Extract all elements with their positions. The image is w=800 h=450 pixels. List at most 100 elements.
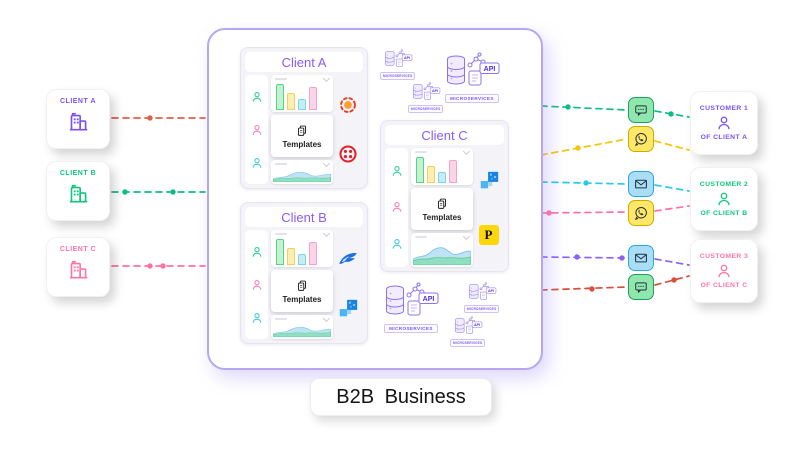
client-c-label: CLIENT C — [59, 246, 97, 253]
whatsapp-icon — [628, 126, 654, 152]
integration-logos: P — [473, 148, 504, 267]
customer-subtitle: OF CLIENT B — [700, 210, 748, 217]
email-icon — [628, 245, 654, 271]
customer-subtitle: OF CLIENT A — [700, 134, 748, 141]
bar — [287, 93, 295, 110]
blue-pixels-icon — [337, 298, 359, 320]
bar — [298, 254, 306, 265]
templates-label: Templates — [282, 139, 322, 149]
bar-chart-thumbnail — [271, 75, 333, 112]
microservices-label: MICROSERVICES — [450, 339, 486, 347]
microservices-label: MICROSERVICES — [384, 324, 438, 333]
customer-title: CUSTOMER 1 — [699, 105, 749, 112]
microservices-icon-large: MICROSERVICES — [382, 282, 440, 333]
email-icon — [628, 171, 654, 197]
whatsapp-2-connector — [540, 205, 690, 214]
bar — [287, 248, 295, 265]
area-chart-thumbnail — [271, 315, 333, 339]
microservices-icon-small: MICROSERVICES — [464, 282, 500, 313]
bar — [416, 157, 424, 183]
bar — [276, 239, 284, 265]
microservices-label: MICROSERVICES — [445, 94, 499, 103]
blue-bird-icon — [337, 249, 359, 271]
customer-title: CUSTOMER 2 — [699, 181, 749, 188]
templates-card: Templates — [271, 115, 333, 157]
whatsapp-1-connector — [540, 138, 690, 156]
microservices-icon-small: MICROSERVICES — [450, 316, 486, 347]
client-b-card: CLIENT B — [46, 161, 110, 221]
bar — [309, 242, 317, 265]
user-icon — [390, 237, 404, 251]
email-2-connector — [540, 256, 690, 266]
blue-pixels-icon — [478, 170, 500, 192]
templates-card: Templates — [271, 270, 333, 312]
sms-2-connector — [540, 275, 690, 291]
b2b-business-label: B2B Business — [310, 378, 492, 416]
building-icon — [65, 256, 91, 282]
panel-client-c: Client C Templates — [380, 120, 509, 272]
connector-dots — [122, 104, 677, 292]
client-a-card: CLIENT A — [46, 89, 110, 149]
person-icon — [715, 262, 733, 280]
bar — [427, 166, 435, 183]
customer-3-card: CUSTOMER 3 OF CLIENT C — [690, 239, 758, 303]
templates-card: Templates — [411, 188, 473, 230]
client-c-card: CLIENT C — [46, 237, 110, 297]
customer-subtitle: OF CLIENT C — [700, 282, 748, 289]
bar — [298, 99, 306, 110]
person-icon — [715, 190, 733, 208]
user-list — [245, 75, 268, 184]
panel-client-b: Client B Templates — [240, 202, 368, 344]
email-1-connector — [540, 181, 690, 192]
area-chart-thumbnail — [271, 160, 333, 184]
user-list — [385, 148, 408, 267]
sms-chat-icon — [628, 274, 654, 300]
panel-title: Client B — [245, 207, 363, 227]
copy-document-icon — [295, 124, 309, 138]
bar — [309, 87, 317, 110]
user-icon — [250, 123, 264, 137]
sms-chat-icon — [628, 97, 654, 123]
panel-client-a: Client A Templates — [240, 47, 368, 189]
letter-p-badge: P — [478, 224, 499, 245]
twilio-ring-icon — [337, 143, 359, 165]
bar — [449, 160, 457, 183]
microservices-icon-small: MICROSERVICES — [408, 82, 444, 113]
user-list — [245, 230, 268, 339]
customer-2-card: CUSTOMER 2 OF CLIENT B — [690, 167, 758, 231]
integration-logos — [333, 230, 363, 339]
microservices-label: MICROSERVICES — [464, 305, 500, 313]
user-icon — [250, 156, 264, 170]
user-icon — [250, 311, 264, 325]
b2b-platform-box: Client A Templates — [207, 28, 543, 370]
building-icon — [65, 108, 91, 134]
microservices-label: MICROSERVICES — [380, 72, 416, 80]
copy-document-icon — [295, 279, 309, 293]
microservices-icon-large: MICROSERVICES — [443, 52, 501, 103]
user-icon — [250, 90, 264, 104]
user-icon — [250, 245, 264, 259]
templates-label: Templates — [422, 212, 462, 222]
copy-document-icon — [435, 197, 449, 211]
client-a-label: CLIENT A — [59, 98, 97, 105]
user-icon — [250, 278, 264, 292]
bar — [276, 84, 284, 110]
user-icon — [390, 164, 404, 178]
client-b-label: CLIENT B — [59, 170, 97, 177]
bar — [438, 172, 446, 183]
microservices-icon-small: MICROSERVICES — [380, 49, 416, 80]
sms-1-connector — [540, 105, 690, 118]
bar-chart-thumbnail — [271, 230, 333, 267]
person-icon — [715, 114, 733, 132]
customer-title: CUSTOMER 3 — [699, 253, 749, 260]
microservices-label: MICROSERVICES — [408, 105, 444, 113]
user-icon — [390, 200, 404, 214]
building-icon — [65, 180, 91, 206]
sun-badge-icon — [337, 94, 359, 116]
area-chart-thumbnail — [411, 233, 473, 267]
panel-title: Client C — [385, 125, 504, 145]
whatsapp-icon — [628, 200, 654, 226]
integration-logos — [333, 75, 363, 184]
